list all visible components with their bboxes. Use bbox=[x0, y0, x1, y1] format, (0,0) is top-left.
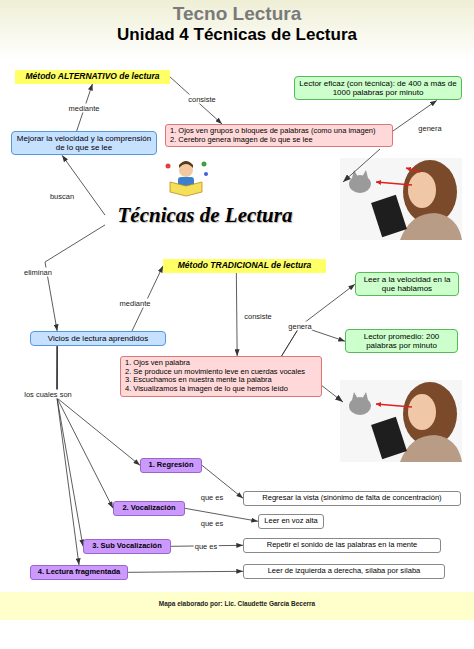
photo-book bbox=[371, 195, 407, 237]
definition-box: Leer en voz alta bbox=[258, 514, 324, 529]
result-box: Lector eficaz (con técnica): de 400 a má… bbox=[294, 76, 462, 100]
vice-box: 1. Regresión bbox=[140, 458, 202, 473]
reader-icon bbox=[166, 161, 209, 196]
edge-label: que es bbox=[200, 519, 225, 528]
edge-label: los cuales son bbox=[23, 390, 73, 399]
edge-label: genera bbox=[287, 322, 312, 331]
connector bbox=[62, 155, 105, 215]
node-text: 1. Ojos ven palabra bbox=[125, 359, 317, 368]
connector bbox=[57, 346, 113, 508]
edge-label: mediante bbox=[119, 299, 152, 308]
gaze-arrow bbox=[406, 168, 420, 172]
vice-box: 4. Lectura fragmentada bbox=[30, 565, 128, 580]
method-box: Método ALTERNATIVO de lectura bbox=[15, 70, 170, 84]
node-text: Mejorar la velocidad y la comprensión de… bbox=[15, 134, 153, 152]
photo-cat-ears bbox=[352, 392, 368, 400]
result-box: Leer a la velocidad en la que hablamos bbox=[355, 272, 459, 296]
photo-frame bbox=[340, 158, 462, 240]
node-text: Leer de izquierda a derecha, sílaba por … bbox=[247, 567, 441, 576]
connector bbox=[282, 284, 355, 356]
node-text: Leer en voz alta bbox=[262, 517, 320, 526]
node-text: 1. Regresión bbox=[143, 461, 199, 470]
node-text: Método ALTERNATIVO de lectura bbox=[18, 72, 167, 82]
photo-cat-ears bbox=[352, 170, 368, 178]
node-text: 2. Se produce un movimiento leve en cuer… bbox=[125, 368, 317, 377]
node-text: 2. Vocalización bbox=[116, 504, 182, 513]
gaze-arrow bbox=[376, 404, 412, 407]
edge-label: consiste bbox=[243, 312, 273, 321]
node-text: Vicios de lectura aprendidos bbox=[34, 334, 162, 343]
node-text: 3. Sub Vocalización bbox=[86, 542, 168, 551]
photo-frame bbox=[340, 380, 462, 462]
leader-arrow bbox=[343, 149, 380, 182]
photo-body bbox=[400, 435, 462, 462]
node-text: Regresar la vista (sinónimo de falta de … bbox=[247, 494, 457, 503]
node-text: Lector eficaz (con técnica): de 400 a má… bbox=[298, 79, 458, 97]
connector bbox=[57, 346, 79, 565]
definition-box: Leer de izquierda a derecha, sílaba por … bbox=[243, 564, 445, 579]
edge-label: genera bbox=[417, 124, 442, 133]
photo-face bbox=[408, 172, 436, 208]
icon-hair bbox=[179, 161, 193, 168]
edge-label: eliminan bbox=[23, 268, 53, 277]
connector bbox=[128, 571, 243, 572]
definition-box: Repetir el sonido de las palabras en la … bbox=[243, 538, 441, 553]
connector bbox=[282, 326, 345, 356]
unit-heading: Unidad 4 Técnicas de Lectura bbox=[0, 25, 474, 45]
node-text: Repetir el sonido de las palabras en la … bbox=[247, 541, 437, 550]
node-text: Técnicas de Lectura bbox=[105, 203, 305, 227]
reader-photo bbox=[340, 380, 462, 462]
edge-label: buscan bbox=[49, 192, 75, 201]
photo-face bbox=[408, 394, 436, 430]
edge-label: que es bbox=[200, 493, 225, 502]
steps-box: 1. Ojos ven palabra2. Se produce un movi… bbox=[120, 356, 322, 397]
vice-box: 2. Vocalización bbox=[113, 501, 185, 516]
edge-label: consiste bbox=[187, 95, 217, 104]
reader-photo bbox=[340, 158, 462, 240]
icon-book bbox=[170, 182, 202, 196]
leader-arrow bbox=[321, 385, 343, 402]
header-band bbox=[0, 0, 474, 60]
connector bbox=[57, 346, 83, 546]
page-title: Tecno Lectura bbox=[0, 3, 474, 25]
edge-label: que es bbox=[194, 542, 219, 551]
connector bbox=[170, 77, 222, 124]
node-text: 3. Escuchamos en nuestra mente la palabr… bbox=[125, 376, 317, 385]
author-caption: Mapa elaborado por: Lic. Claudette Garcí… bbox=[0, 600, 474, 607]
node-text: 2. Cerebro genera imagen de lo que se le… bbox=[170, 136, 388, 145]
node-text: Método TRADICIONAL de lectura bbox=[166, 261, 323, 271]
icon-dot bbox=[202, 162, 207, 167]
steps-box: 1. Ojos ven grupos o bloques de palabras… bbox=[165, 124, 393, 147]
method-box: Método TRADICIONAL de lectura bbox=[163, 259, 326, 273]
node-text: 1. Ojos ven grupos o bloques de palabras… bbox=[170, 127, 388, 136]
icon-dot bbox=[204, 172, 208, 176]
icon-dot bbox=[166, 164, 171, 169]
node-text: 4. Lectura fragmentada bbox=[33, 568, 125, 577]
central-topic: Técnicas de Lectura bbox=[105, 201, 305, 229]
node-text: 4. Visualizamos la imagen de lo que hemo… bbox=[125, 385, 317, 394]
vice-box: 3. Sub Vocalización bbox=[83, 539, 171, 554]
result-box: Lector promedio: 200 palabras por minuto bbox=[345, 329, 458, 353]
node-text: Lector promedio: 200 palabras por minuto bbox=[349, 332, 454, 350]
node-text: Leer a la velocidad en la que hablamos bbox=[359, 275, 455, 293]
edge-label: mediante bbox=[68, 104, 101, 113]
photo-body bbox=[400, 213, 462, 240]
gaze-arrow bbox=[376, 182, 412, 185]
definition-box: Regresar la vista (sinónimo de falta de … bbox=[243, 491, 461, 506]
connector bbox=[236, 273, 238, 356]
connector bbox=[45, 225, 105, 331]
photo-book bbox=[371, 417, 407, 459]
footer-band bbox=[0, 592, 474, 620]
concept-box: Vicios de lectura aprendidos bbox=[30, 331, 166, 346]
concept-box: Mejorar la velocidad y la comprensión de… bbox=[11, 131, 157, 155]
